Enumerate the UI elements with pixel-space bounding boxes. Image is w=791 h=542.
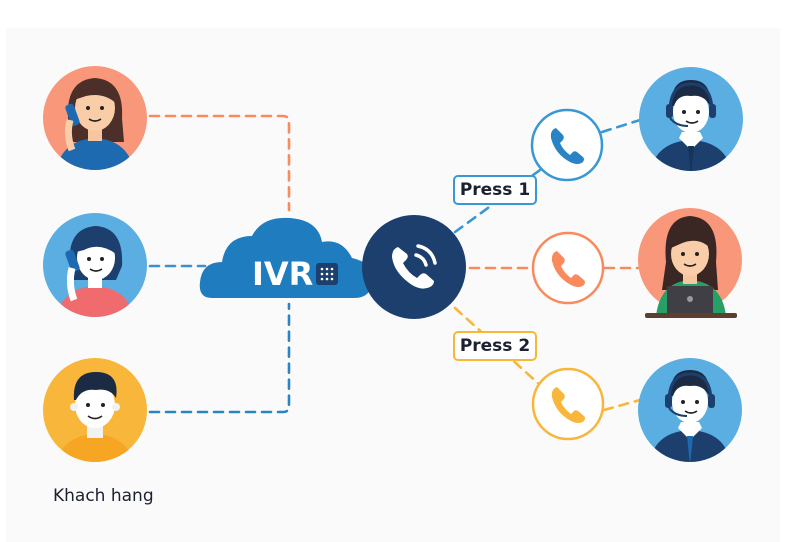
customer-avatar-2 [43, 213, 147, 317]
ivr-cloud: IVR [199, 217, 372, 298]
phone-ringing-icon [392, 244, 437, 289]
route-phone-3 [531, 367, 605, 441]
agent-avatar-2 [638, 208, 742, 318]
press-1-label: Press 1 [453, 175, 537, 205]
connector-customer1-ivr [148, 114, 291, 212]
press-2-label: Press 2 [453, 331, 537, 361]
connector-customer3-ivr [148, 302, 291, 414]
agent-avatar-3 [638, 358, 742, 462]
hub-phone [362, 215, 466, 319]
keypad-icon [316, 263, 338, 285]
route-phone-1 [530, 108, 604, 182]
phone-icon [551, 387, 585, 423]
customer-avatar-1 [43, 66, 147, 170]
connector-route3-agent3 [602, 398, 642, 412]
phone-icon [551, 251, 585, 287]
phone-icon [550, 128, 584, 164]
connector-route1-agent1 [600, 118, 642, 134]
ivr-label: IVR [252, 255, 313, 293]
route-phone-2 [531, 231, 605, 305]
agent-avatar-1 [639, 67, 743, 171]
customer-avatar-3 [43, 358, 147, 462]
customers-caption: Khach hang [53, 486, 154, 506]
